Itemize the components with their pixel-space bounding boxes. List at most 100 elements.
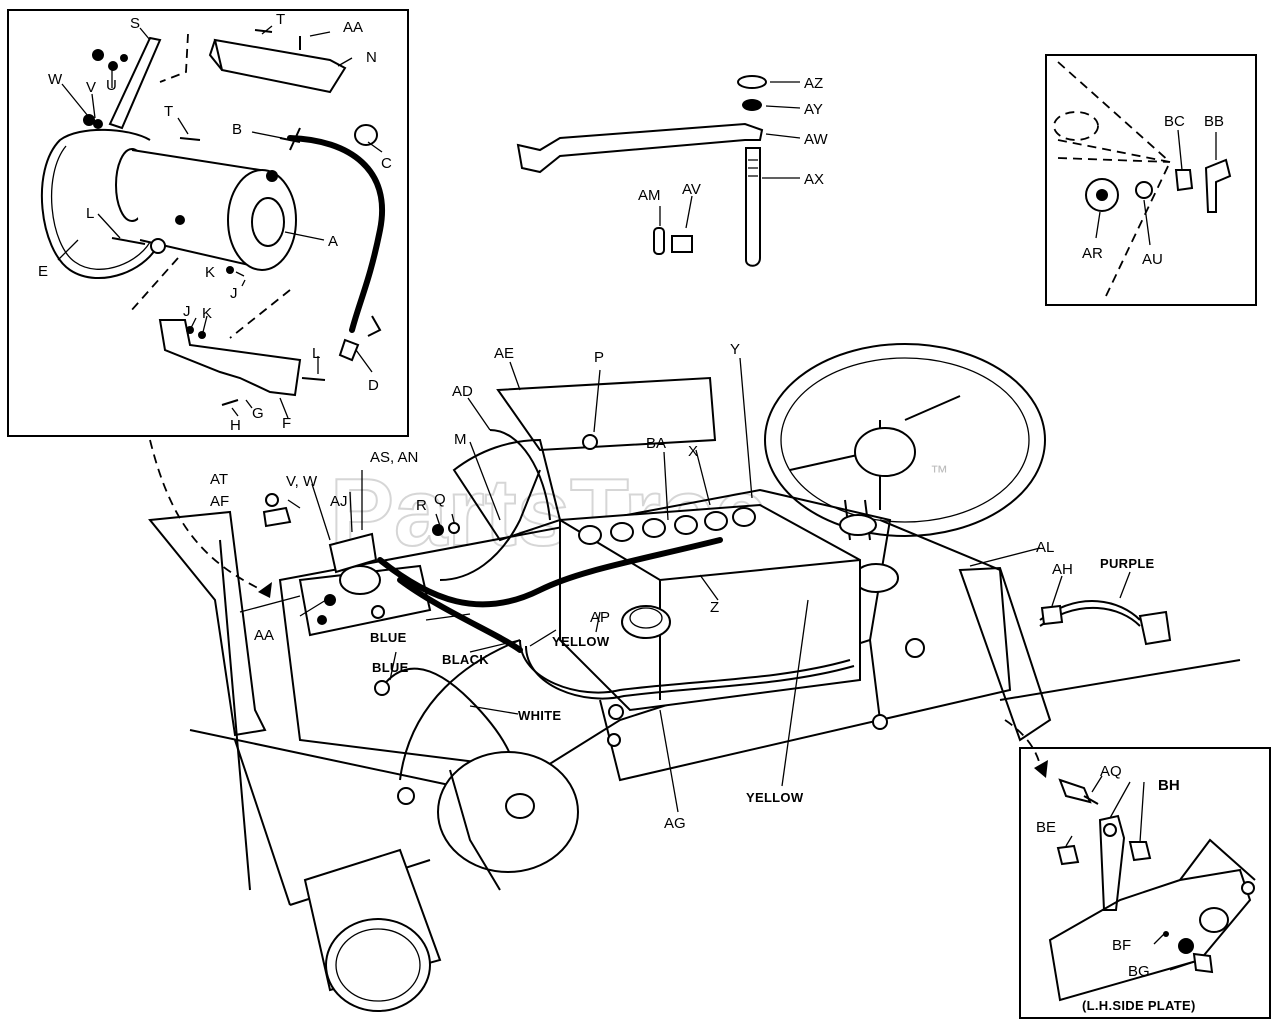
- label-bb: BB: [1204, 113, 1224, 130]
- label-w: W: [48, 71, 63, 88]
- connector-purple: [1138, 610, 1172, 646]
- label-as-an: AS, AN: [370, 449, 418, 466]
- watermark-trademark: ™: [930, 462, 948, 482]
- washer-ay: [742, 99, 762, 111]
- label-x: X: [688, 443, 698, 460]
- label-c: C: [381, 155, 392, 172]
- label-aw: AW: [804, 131, 828, 148]
- label-n: N: [366, 49, 377, 66]
- label-aa-top: AA: [343, 19, 363, 36]
- nut-bc: [1174, 169, 1194, 192]
- belt-e: [40, 128, 161, 279]
- label-aq: AQ: [1100, 763, 1122, 780]
- mount-plate: [298, 564, 432, 637]
- label-yellow-low: YELLOW: [746, 790, 804, 805]
- harness-main: [377, 537, 723, 608]
- label-ax: AX: [804, 171, 824, 188]
- cap-c: [354, 124, 378, 146]
- cable-d: [287, 135, 385, 333]
- label-blue-top: BLUE: [370, 630, 407, 645]
- label-k-low: K: [202, 305, 212, 322]
- cable-ad: [489, 429, 551, 521]
- side-bracket: [958, 566, 1052, 742]
- screw-be: [1056, 844, 1080, 866]
- clamp-af: [262, 506, 292, 528]
- filler-cap: [621, 605, 671, 639]
- label-l-left: L: [86, 205, 94, 222]
- label-u: U: [106, 77, 117, 94]
- hardware-group: AZ AY AW AX AM AV: [516, 75, 828, 267]
- label-at: AT: [210, 471, 228, 488]
- label-ap: AP: [590, 609, 610, 626]
- inset-side-plate-frame: [1019, 747, 1271, 1019]
- connector-ah: [1040, 604, 1064, 626]
- label-az: AZ: [804, 75, 823, 92]
- label-ba: BA: [646, 435, 666, 452]
- nut-au: [1135, 181, 1153, 199]
- label-aj: AJ: [330, 493, 348, 510]
- clip-av: [671, 235, 693, 253]
- label-j-mid: J: [230, 285, 238, 302]
- label-bg: BG: [1128, 963, 1150, 980]
- inset-alternator-frame: [7, 9, 409, 437]
- label-f: F: [282, 415, 291, 432]
- screw-at: [265, 493, 279, 507]
- label-e: E: [38, 263, 48, 280]
- strap-s: [108, 36, 162, 130]
- label-purple: PURPLE: [1100, 556, 1155, 571]
- label-black: BLACK: [442, 652, 489, 667]
- battery-ba: [559, 503, 861, 712]
- inset-ignition: BC BB AR AU: [1045, 54, 1257, 306]
- switch-aq: [1058, 778, 1092, 804]
- label-g: G: [252, 405, 264, 422]
- label-ad: AD: [452, 383, 473, 400]
- label-b: B: [232, 121, 242, 138]
- label-au: AU: [1142, 251, 1163, 268]
- label-t-mid: T: [164, 103, 173, 120]
- label-yellow-mid: YELLOW: [552, 634, 610, 649]
- side-plate: [1048, 868, 1252, 1002]
- label-j-low: J: [183, 303, 191, 320]
- label-be: BE: [1036, 819, 1056, 836]
- label-aa: AA: [254, 627, 274, 644]
- tractor-assembly: AE P Y AD M BA X AT V, W AS, AN AF AJ R …: [148, 341, 1241, 1012]
- label-t-top: T: [276, 11, 285, 28]
- label-af: AF: [210, 493, 229, 510]
- label-s: S: [130, 15, 140, 32]
- label-ar: AR: [1082, 245, 1103, 262]
- label-white: WHITE: [518, 708, 561, 723]
- bracket-n: [213, 38, 347, 94]
- label-l-right: L: [312, 345, 320, 362]
- label-al: AL: [1036, 539, 1054, 556]
- label-v: V: [86, 79, 96, 96]
- label-ah: AH: [1052, 561, 1073, 578]
- inset-alternator: S T AA N W V U T B C E L A K J J K L D G…: [7, 9, 409, 437]
- battery-caps: [578, 507, 756, 545]
- label-p: P: [594, 349, 604, 366]
- label-ag: AG: [664, 815, 686, 832]
- clip-am: [653, 227, 665, 255]
- j-bolt-ax: [745, 147, 761, 267]
- steering-hub: [854, 427, 916, 477]
- label-av: AV: [682, 181, 701, 198]
- label-k-mid: K: [205, 264, 215, 281]
- bracket-f: [158, 319, 302, 397]
- label-q: Q: [434, 491, 446, 508]
- steering-wheel: [764, 343, 1046, 537]
- label-v-w: V, W: [286, 473, 318, 490]
- side-plate-caption: (L.H.SIDE PLATE): [1082, 998, 1196, 1013]
- solenoid-aj: [339, 565, 381, 595]
- label-r: R: [416, 497, 427, 514]
- rear-panel-ae: [496, 376, 717, 452]
- label-bf: BF: [1112, 937, 1131, 954]
- inset-leader: [149, 439, 263, 591]
- label-ay: AY: [804, 101, 823, 118]
- label-d: D: [368, 377, 379, 394]
- inset-side-plate: AQ BH BE BF BG (L.H.SIDE PLATE): [1004, 719, 1271, 1019]
- inset-ignition-frame: [1045, 54, 1257, 306]
- label-y: Y: [730, 341, 740, 358]
- key-bb: [1204, 158, 1232, 213]
- hold-down-bar-aw: [516, 122, 764, 174]
